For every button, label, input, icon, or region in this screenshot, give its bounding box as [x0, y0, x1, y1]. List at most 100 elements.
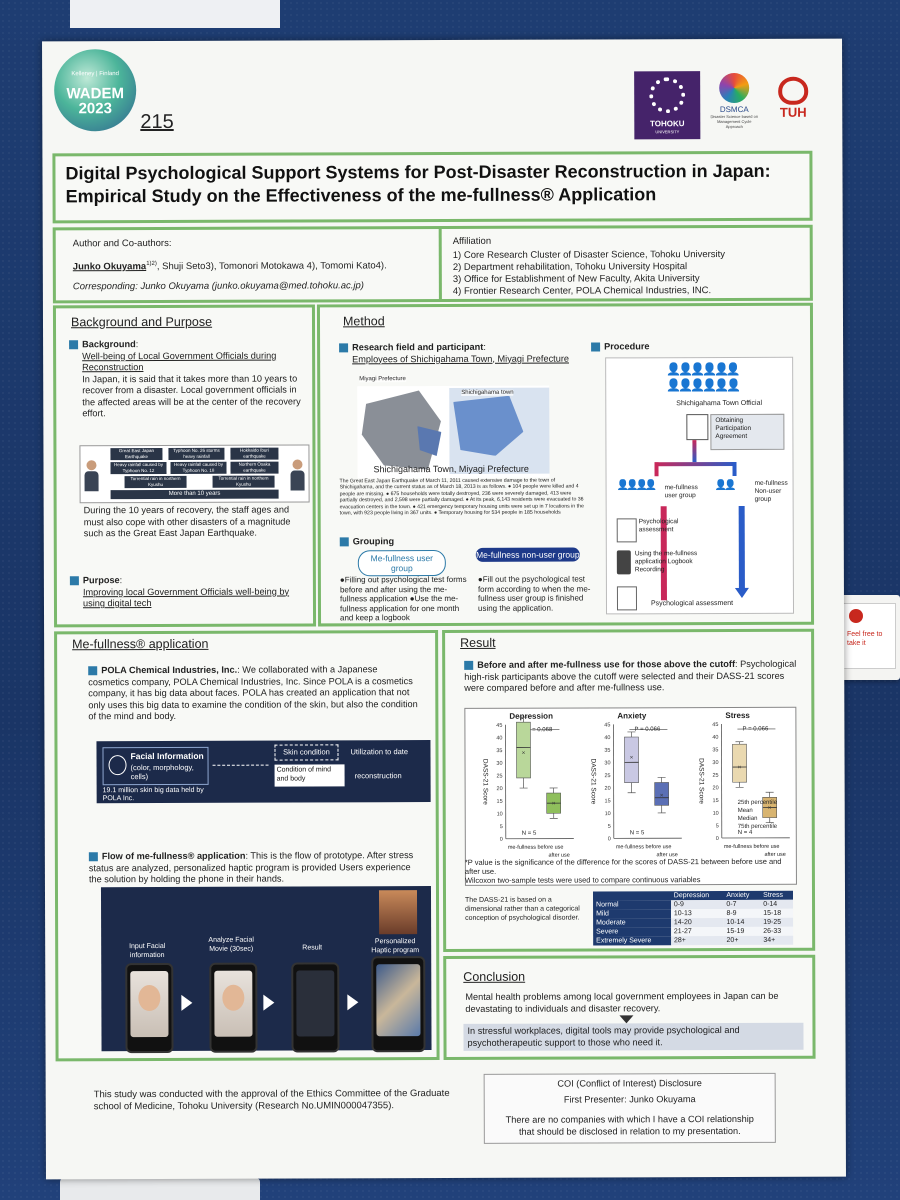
phone-input	[125, 962, 174, 1054]
official-figure-icon	[84, 460, 99, 492]
adjacent-paper	[70, 0, 280, 28]
side-note-text: Feel free to take it	[847, 631, 883, 647]
mean-marker: ×	[738, 765, 742, 771]
lead-author: Junko Okuyama	[72, 261, 147, 273]
reconstruction-text: reconstruction	[354, 771, 402, 781]
y-tick-label: 5	[716, 823, 719, 829]
user-group-text: ●Filling out psychological test forms be…	[339, 574, 467, 623]
result-label: Before and after me-fullness use for tho…	[477, 658, 736, 670]
purpose-section: Purpose: Improving local Government Offi…	[69, 574, 306, 609]
result-footnote-1: *P value is the significance of the diff…	[464, 856, 782, 876]
flow-section: Flow of me-fullness® application: This i…	[88, 850, 419, 886]
p-value-label: P = 0.066	[743, 726, 769, 732]
table-header: Anxiety	[723, 890, 761, 901]
box	[624, 736, 639, 783]
coi-title: COI (Conflict of Interest) Disclosure	[557, 1078, 702, 1089]
poster-number: 215	[140, 110, 174, 134]
conclusion-heading: Conclusion	[463, 969, 526, 984]
lead-author-sup: 1)2)	[146, 261, 157, 268]
y-tick-label: 25	[604, 773, 610, 779]
app-flow-panel: Input Facial information Analyze Facial …	[100, 886, 432, 1054]
y-tick-label: 20	[496, 786, 502, 792]
phone-haptic	[371, 956, 426, 1053]
mean-marker: ×	[552, 801, 556, 807]
tohoku-logo: TOHOKU UNIVERSITY	[634, 71, 701, 140]
table-cell: 10-13	[670, 909, 724, 919]
user-group-icon: 👤👤👤👤	[616, 480, 655, 492]
p-value-label: P = 0.068	[527, 727, 553, 733]
y-tick-label: 40	[604, 735, 610, 741]
y-tick-label: 25	[496, 773, 502, 779]
table-cell: 20+	[723, 935, 761, 946]
disaster-label: Northern Osaka earthquake	[230, 461, 279, 474]
table-cell: 0-14	[760, 899, 794, 909]
proc-consent: Obtaining Participation Agreement	[710, 413, 785, 451]
user-group-pill: Me-fullness user group	[357, 549, 446, 577]
proc-assess1: Psychological assessment	[638, 518, 679, 534]
background-label: Background	[82, 339, 136, 350]
legend-label: Median	[738, 816, 758, 822]
title-frame: Digital Psychological Support Systems fo…	[52, 150, 813, 224]
y-tick-label: 40	[712, 735, 718, 741]
y-tick-label: 0	[716, 836, 719, 842]
map-label: Miyagi Prefecture	[359, 376, 406, 383]
pola-diagram: Facial Information (color, morphology, c…	[96, 740, 431, 804]
bullet-icon	[69, 340, 79, 350]
phone-icon	[616, 550, 631, 575]
tohoku-logo-text: TOHOKU	[650, 119, 685, 129]
severity-label: Normal	[593, 900, 671, 910]
proc-nonuser: me-fullness Non-user group	[754, 479, 788, 503]
severity-label: Mild	[593, 909, 671, 919]
x-tick-label: after use	[764, 852, 785, 858]
authors-divider	[438, 228, 442, 301]
disaster-label: Heavy rainfall caused by Typhoon No. 18	[170, 461, 227, 474]
table-cell: 15-19	[723, 926, 761, 937]
bullet-icon	[339, 537, 349, 547]
background-heading: Background and Purpose	[70, 314, 213, 330]
y-tick-label: 20	[712, 785, 718, 791]
disaster-label: Great East Japan Earthquake	[110, 447, 163, 461]
phone-result	[291, 962, 340, 1053]
side-note-card[interactable]: Feel free to take it	[842, 603, 896, 669]
y-tick-label: 25	[712, 773, 718, 779]
table-cell: 21-27	[670, 927, 724, 937]
poster-title: Digital Psychological Support Systems fo…	[65, 160, 771, 207]
y-axis-label: DASS-21 Score	[698, 758, 705, 804]
table-cell: 10-14	[723, 917, 761, 928]
y-tick-label: 30	[496, 761, 502, 767]
dsmca-logo-sub: Disaster Science based on Management Cyc…	[710, 113, 759, 130]
arrow-right-icon	[181, 994, 193, 1011]
x-tick-label: me-fullness before use	[508, 845, 564, 851]
grouping-section: Grouping	[339, 536, 394, 548]
tuh-logo-text: TUH	[779, 104, 807, 120]
wadem-logo-year: 2023	[78, 100, 112, 118]
y-tick-label: 10	[497, 811, 503, 817]
y-tick-label: 30	[712, 760, 718, 766]
poster: Kelleney | Finland WADEM 2023 215 TOHOKU…	[42, 38, 846, 1180]
table-header	[592, 891, 671, 901]
y-tick-label: 15	[497, 799, 503, 805]
bullet-icon	[591, 342, 601, 352]
y-tick-label: 45	[496, 723, 502, 729]
severity-label: Extremely Severe	[593, 936, 671, 946]
panel-title: Stress	[725, 711, 750, 720]
table-cell: 15-18	[760, 908, 794, 918]
map-note: The Great East Japan Earthquake of March…	[339, 477, 584, 517]
face-scan-icon	[108, 755, 127, 776]
skin-condition-box: Skin condition	[274, 744, 339, 761]
panel-title: Anxiety	[617, 711, 646, 720]
y-axis-label: DASS-21 Score	[590, 759, 597, 805]
affiliation-block: Affiliation 1) Core Research Cluster of …	[453, 235, 813, 298]
table-cell: 34+	[760, 935, 794, 945]
map-label: Shichigahama town	[461, 389, 514, 396]
tuh-heart-icon	[778, 76, 809, 105]
n-label: N = 5	[522, 831, 537, 837]
note-logo-icon	[849, 609, 863, 623]
face-photo	[138, 984, 161, 1012]
severity-label: Severe	[593, 927, 671, 937]
y-tick-label: 10	[713, 811, 719, 817]
table-cell: 0-9	[670, 900, 724, 910]
facial-info-label: Facial Information	[130, 750, 204, 762]
mind-body-box: Condition of mind and body	[274, 764, 345, 787]
y-tick-label: 35	[496, 748, 502, 754]
